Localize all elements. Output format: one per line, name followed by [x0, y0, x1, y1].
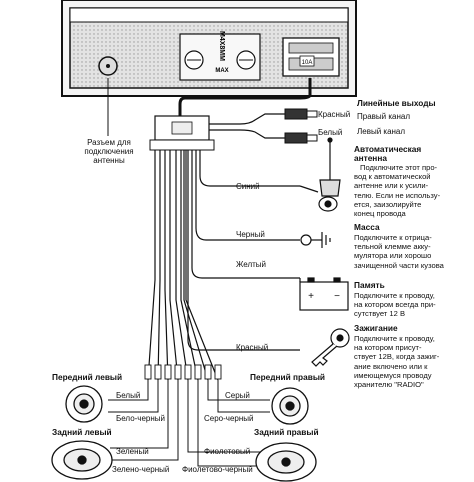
auto-antenna-title-1: Автоматическая [354, 144, 422, 154]
ignition-text-2: на котором присут- [354, 343, 422, 353]
ignition-text-5: имеющемуся проводу [354, 370, 432, 380]
line-out-right-channel: Правый канал [357, 112, 410, 121]
ignition-text-6: хранителю "RADIO" [354, 380, 424, 390]
speaker-rear-right-icon [255, 442, 317, 482]
wire-label-yellow: Желтый [236, 260, 267, 269]
memory-text-2: на котором всегда при- [354, 300, 436, 310]
svg-text:−: − [334, 291, 340, 302]
rca-plug-icon [284, 108, 318, 144]
antenna-connector-label: Разъем для подключения антенны [84, 138, 134, 165]
harness-connector [149, 115, 215, 151]
front-left-plus-wire: Белый [116, 391, 141, 400]
auto-antenna-title-2: антенна [354, 153, 387, 163]
front-right-title: Передний правый [250, 372, 326, 382]
ground-text-1: Подключите к отрица- [354, 233, 432, 242]
wire-label-line-red: Красный [318, 110, 351, 119]
rear-right-plus-wire: Фиолетовый [204, 447, 251, 456]
fuse-icon [299, 55, 315, 67]
speaker-wire-connectors [144, 364, 222, 380]
ground-text-3: мулятора или хорошо [354, 251, 432, 261]
auto-antenna-text-1: Подключите этот про- [360, 163, 438, 172]
harness-wires [147, 113, 300, 381]
wire-label-line-white: Белый [318, 128, 343, 137]
antenna-label-line-2: подключения [84, 147, 134, 156]
screw-max-label: MAX [215, 68, 228, 74]
wire-label-blue: Синий [236, 182, 260, 191]
iso-connector-socket: 10A [282, 37, 340, 77]
line-out-title: Линейные выходы [357, 98, 436, 108]
speaker-front-left-icon [65, 385, 103, 423]
ground-title: Масса [354, 222, 380, 232]
screw-size-label: M4X8MM [218, 31, 225, 61]
ground-symbol-icon [300, 232, 331, 248]
ignition-text-1: Подключите к проводу, [354, 334, 435, 343]
memory-title: Память [354, 280, 385, 290]
ignition-title: Зажигание [354, 323, 398, 333]
ground-text: Подключите к отрица- тельной клемме акку… [354, 233, 444, 270]
rear-right-title: Задний правый [254, 427, 319, 437]
auto-antenna-text-5: ется, заизолируйте [354, 199, 422, 209]
ignition-text-3: ствует 12В, когда зажиг- [354, 352, 440, 362]
memory-text-3: сутствует 12 В [354, 309, 406, 319]
memory-text: Подключите к проводу, на котором всегда … [354, 291, 436, 319]
rear-right-minus-wire: Фиолетово-черный [182, 465, 253, 474]
speaker-front-right-icon [271, 387, 309, 425]
speaker-rear-left-icon [51, 440, 113, 480]
battery-icon: + − [299, 277, 349, 311]
auto-antenna-title: Автоматическая антенна [354, 145, 421, 163]
rear-left-plus-wire: Зеленый [116, 447, 149, 456]
wire-label-black: Черный [236, 230, 265, 239]
ignition-key-icon [311, 328, 350, 367]
ground-text-4: зачищенной части кузова [354, 260, 444, 270]
auto-antenna-text-2: вод к автоматической [354, 172, 431, 182]
auto-antenna-text-4: телю. Если не использу- [354, 190, 441, 200]
antenna-label-line-1: Разъем для [87, 138, 131, 147]
rear-left-title: Задний левый [52, 427, 112, 437]
ignition-text-4: ание включено или к [354, 361, 428, 371]
fuse-label: 10A [302, 60, 313, 66]
svg-text:+: + [308, 291, 314, 302]
ignition-text: Подключите к проводу, на котором присут-… [354, 334, 439, 389]
auto-antenna-text-3: антенне или к усили- [354, 181, 429, 191]
antenna-jack-icon [98, 56, 118, 76]
front-left-minus-wire: Бело-черный [116, 414, 166, 423]
wire-label-red: Красный [236, 343, 269, 352]
rear-left-minus-wire: Зелено-черный [112, 465, 170, 474]
ground-text-2: тельной клемме акку- [354, 242, 431, 252]
speaker-leads [108, 380, 270, 467]
front-right-minus-wire: Серо-черный [204, 414, 254, 423]
front-left-title: Передний левый [52, 372, 123, 382]
antenna-label-line-3: антенны [93, 156, 125, 165]
power-antenna-icon [299, 137, 341, 212]
main-harness-cable [178, 78, 312, 116]
line-out-left-channel: Левый канал [357, 127, 406, 136]
head-unit-rear-panel: M4X8MM MAX 10A [61, 0, 357, 97]
front-right-plus-wire: Серый [225, 391, 250, 400]
memory-text-1: Подключите к проводу, [354, 291, 435, 300]
auto-antenna-text: Подключите этот про- вод к автоматическо… [354, 163, 440, 218]
auto-antenna-text-6: конец провода [354, 209, 406, 219]
